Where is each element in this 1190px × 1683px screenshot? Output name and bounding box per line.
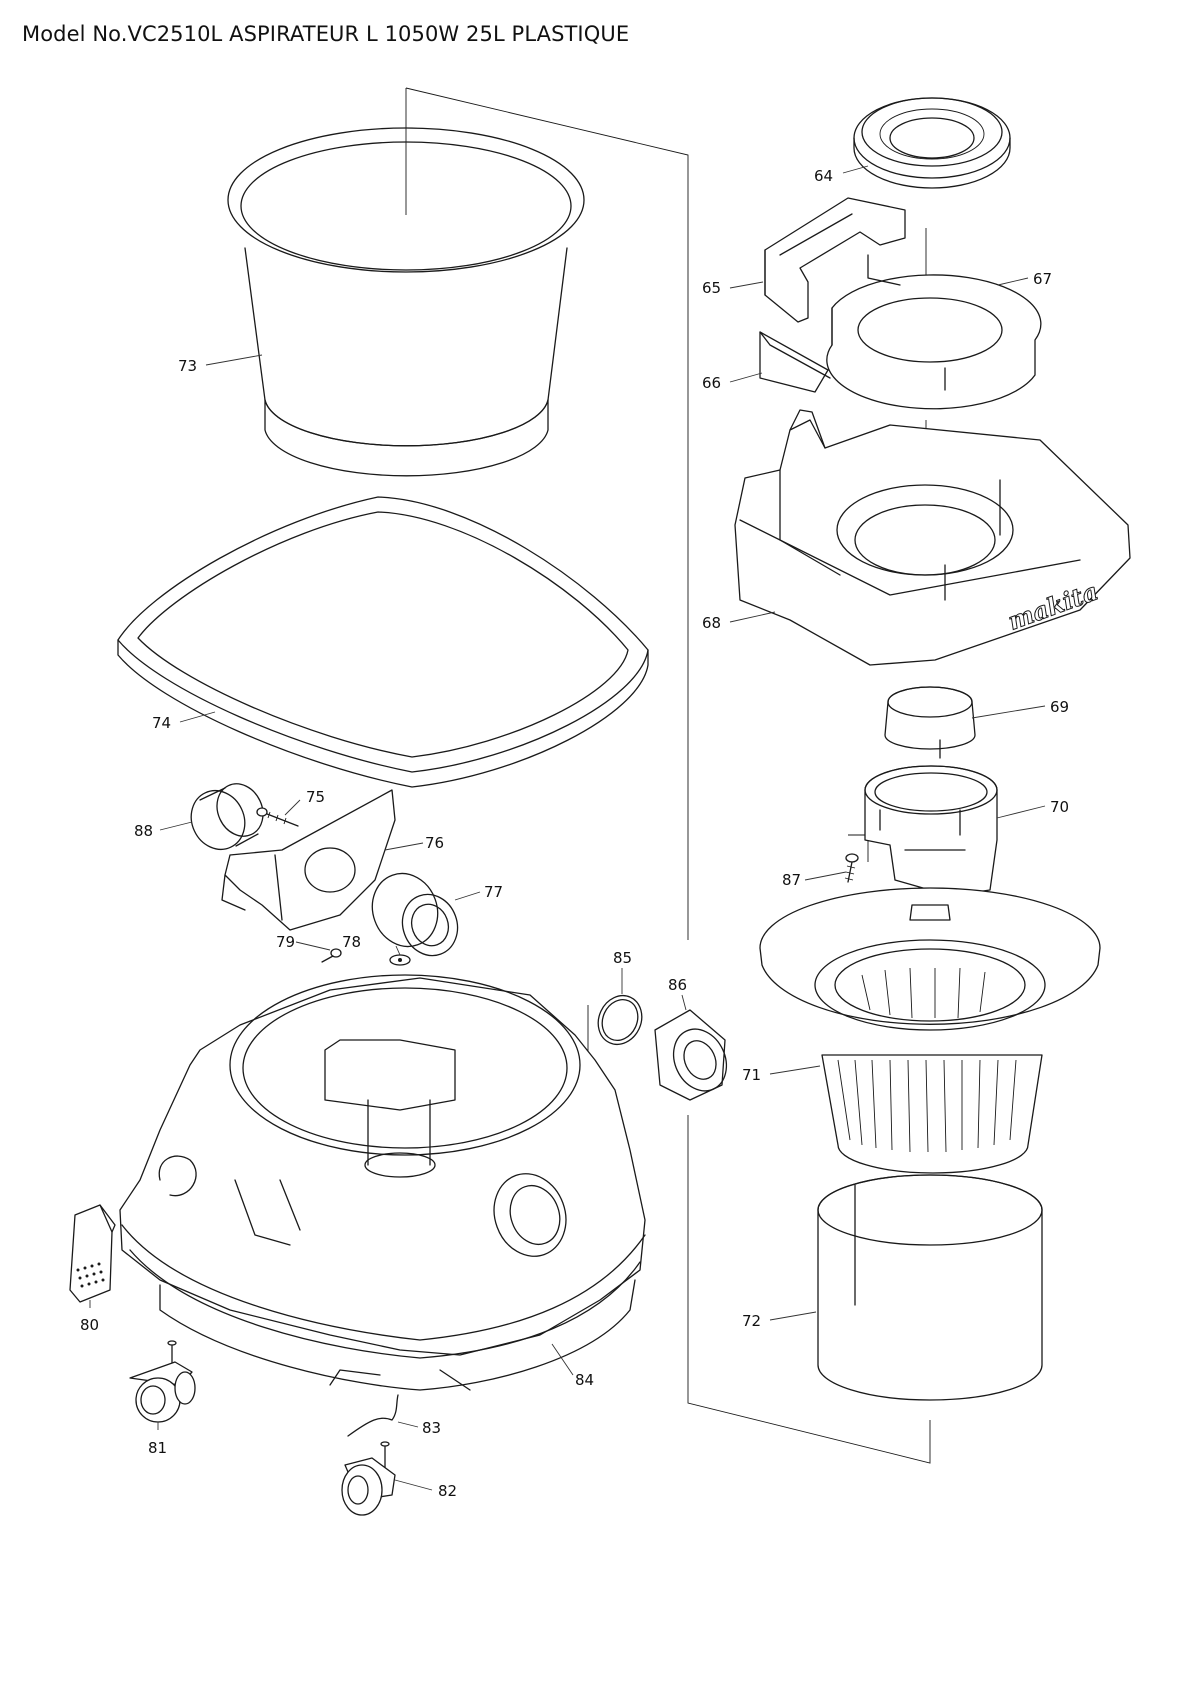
callout-83: 83 — [422, 1419, 441, 1437]
part-66-foam-wedge — [759, 331, 831, 393]
callout-66: 66 — [702, 374, 721, 392]
part-80-latch — [69, 1204, 116, 1303]
callout-69: 69 — [1050, 698, 1069, 716]
callout-71: 71 — [742, 1066, 761, 1084]
leader-lines — [89, 165, 1046, 1491]
callout-84: 84 — [575, 1371, 594, 1389]
callout-68: 68 — [702, 614, 721, 632]
part-84-main-body — [119, 974, 646, 1391]
callout-78: 78 — [342, 933, 361, 951]
callout-85: 85 — [613, 949, 632, 967]
callout-67: 67 — [1033, 270, 1052, 288]
part-88-hose-coupling — [190, 783, 264, 850]
callout-87: 87 — [782, 871, 801, 889]
callout-80: 80 — [80, 1316, 99, 1334]
callout-73: 73 — [178, 357, 197, 375]
part-77-inlet — [371, 872, 459, 957]
part-72-filter-sleeve — [817, 1174, 1043, 1401]
part-71-filter — [759, 887, 1101, 1174]
callout-81: 81 — [148, 1439, 167, 1457]
part-81-caster — [129, 1340, 196, 1423]
part-65-foam-pad — [764, 197, 906, 323]
part-67-foam-ring — [826, 254, 1042, 410]
part-74-square-gasket — [117, 496, 649, 788]
callout-labels: 64 65 66 67 68 69 70 71 72 73 74 75 76 7… — [80, 167, 1069, 1500]
part-85-o-ring — [597, 995, 643, 1045]
callout-75: 75 — [306, 788, 325, 806]
part-78-cap — [389, 954, 411, 966]
callout-64: 64 — [814, 167, 833, 185]
part-70-float-cage — [864, 765, 998, 896]
callout-76: 76 — [425, 834, 444, 852]
part-73-tank — [227, 127, 585, 477]
callout-86: 86 — [668, 976, 687, 994]
callout-74: 74 — [152, 714, 171, 732]
callout-65: 65 — [702, 279, 721, 297]
part-69-float-cap — [884, 686, 976, 759]
part-75-screw — [256, 807, 299, 827]
part-82-caster — [341, 1441, 396, 1516]
page-title: Model No.VC2510L ASPIRATEUR L 1050W 25L … — [22, 22, 630, 46]
part-76-bracket-plate — [221, 789, 396, 931]
part-64-gasket — [853, 97, 1011, 189]
callout-82: 82 — [438, 1482, 457, 1500]
part-79-screw — [321, 948, 342, 963]
callout-77: 77 — [484, 883, 503, 901]
part-68-cover-housing: makita — [734, 409, 1131, 666]
callout-70: 70 — [1050, 798, 1069, 816]
part-86-outlet-coupling — [654, 1009, 728, 1101]
callout-79: 79 — [276, 933, 295, 951]
callout-72: 72 — [742, 1312, 761, 1330]
part-87-screw — [844, 853, 859, 883]
callout-88: 88 — [134, 822, 153, 840]
part-83-spring-wire — [347, 1394, 399, 1437]
